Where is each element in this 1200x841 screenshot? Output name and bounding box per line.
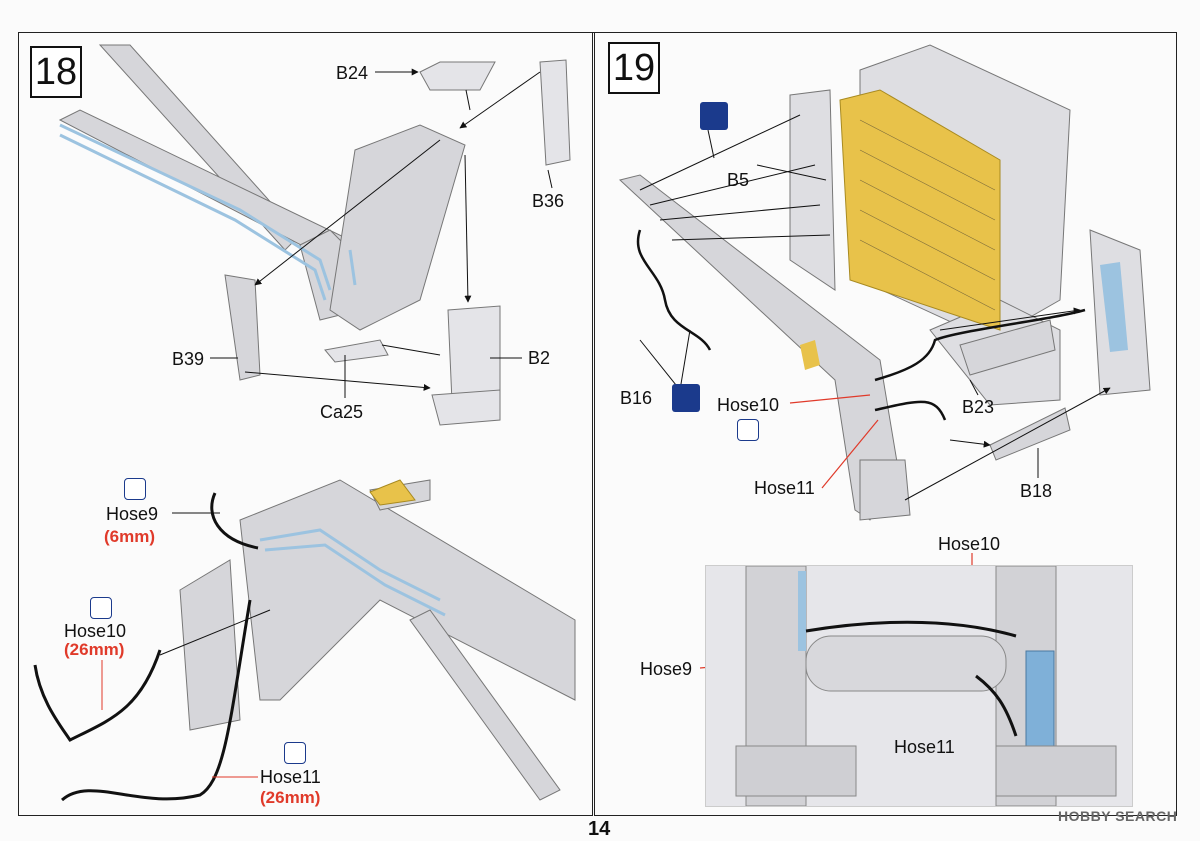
part-label-ca25: Ca25 bbox=[320, 402, 364, 422]
top-border bbox=[18, 32, 1177, 33]
step19-inset-view bbox=[705, 565, 1133, 807]
part-label-b24: B24 bbox=[336, 63, 369, 83]
no-glue-icon bbox=[672, 384, 700, 412]
hose11-label: Hose11 bbox=[260, 767, 321, 787]
step19-hose11-label: Hose11 bbox=[754, 478, 815, 498]
no-glue-icon bbox=[700, 102, 728, 130]
step18-boom-upper bbox=[58, 44, 466, 381]
hose9-label: Hose9 bbox=[106, 504, 159, 524]
step-19-number: 19 bbox=[608, 42, 660, 94]
step19-yellow-panel bbox=[839, 89, 1001, 331]
glue-icon bbox=[737, 419, 759, 441]
watermark: HOBBY SEARCH bbox=[1058, 808, 1178, 824]
step19-hose10-label: Hose10 bbox=[717, 395, 780, 415]
part-label-b18: B18 bbox=[1020, 481, 1053, 501]
step18-parts bbox=[324, 59, 571, 426]
hose9-length: (6mm) bbox=[104, 527, 156, 546]
hose10-label: Hose10 bbox=[64, 621, 127, 641]
glue-icon bbox=[90, 597, 112, 619]
glue-icon bbox=[124, 478, 146, 500]
part-label-b16: B16 bbox=[620, 388, 653, 408]
step18-hoses bbox=[33, 492, 259, 802]
step18-hydraulic-lines bbox=[59, 123, 357, 301]
part-label-b23: B23 bbox=[962, 397, 995, 417]
hose10-length: (26mm) bbox=[64, 640, 125, 659]
part-label-b39: B39 bbox=[172, 349, 205, 369]
hose11-length: (26mm) bbox=[260, 788, 321, 807]
part-label-b5: B5 bbox=[727, 170, 750, 190]
inset-hose9-label: Hose9 bbox=[640, 659, 693, 679]
inset-hose11-label: Hose11 bbox=[894, 737, 955, 757]
step-18-number: 18 bbox=[30, 46, 82, 98]
page-number: 14 bbox=[588, 818, 611, 840]
inset-hose10-label: Hose10 bbox=[938, 534, 1001, 554]
step19-mesh bbox=[859, 119, 996, 311]
step19-inset-illustration bbox=[706, 566, 1132, 806]
glue-icon bbox=[284, 742, 306, 764]
step18-yellow-part bbox=[369, 479, 416, 506]
part-label-b36: B36 bbox=[532, 191, 565, 211]
step18-boom-lower bbox=[179, 479, 576, 801]
part-label-b2: B2 bbox=[528, 348, 551, 368]
step19-arm bbox=[618, 174, 1071, 521]
